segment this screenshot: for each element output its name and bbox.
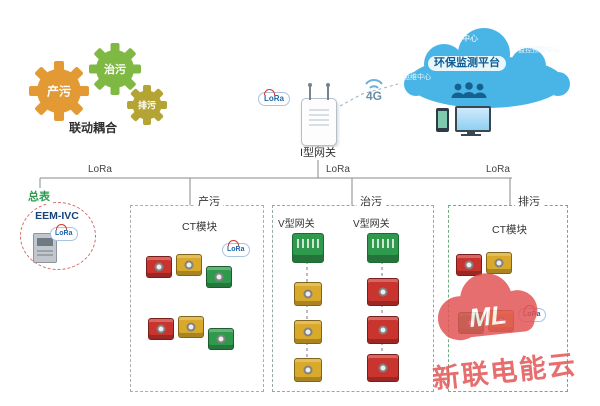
ct-module-green [458, 312, 484, 334]
zone-label-zhiwu: 治污 [357, 196, 385, 209]
ct-module-red [367, 278, 399, 306]
cloud-label-ops: 运维中心 [403, 74, 431, 81]
antenna-icon [308, 83, 312, 100]
antenna-icon [326, 83, 330, 100]
zone-box-zhiwu [272, 205, 434, 392]
gear-label-chanwu: 产污 [47, 84, 71, 99]
lora-bus-label-center: LoRa [324, 164, 352, 176]
gear-icon-paiwu: 排污 [127, 85, 167, 125]
ct-module-yellow [294, 282, 322, 306]
ct-module-green [208, 328, 234, 350]
ct-module-red [367, 354, 399, 382]
vgateway-device [292, 233, 324, 263]
gear-label-zhiwu: 治污 [104, 62, 126, 76]
vgateway-device [367, 233, 399, 263]
ct-module-yellow [178, 316, 204, 338]
lora-badge-paiwu: LoRa [518, 305, 546, 322]
gear-icon-chanwu: 产污 [29, 61, 89, 121]
ct-module-red [146, 256, 172, 278]
ct-module-label-chanwu: CT模块 [182, 221, 217, 233]
gear-label-paiwu: 排污 [138, 100, 156, 111]
ct-module-red [148, 318, 174, 340]
lora-bus-label-right: LoRa [484, 164, 512, 176]
zone-box-chanwu [130, 205, 264, 392]
gear-icon-zhiwu: 治污 [89, 43, 141, 95]
cloud-label-monitor: 监控预警中心 [518, 47, 560, 54]
ct-module-label-paiwu: CT模块 [492, 224, 527, 236]
ct-module-yellow [294, 358, 322, 382]
vgateway-label-right: V型网关 [353, 219, 390, 230]
meter-zone-circle [20, 202, 96, 270]
users-icon [451, 82, 487, 98]
ct-module-yellow [486, 252, 512, 274]
gateway-vents [309, 109, 329, 127]
smartphone-icon [436, 108, 449, 132]
ct-module-red [367, 316, 399, 344]
fourg-label: 4G [366, 89, 382, 102]
lora-badge-gateway: LoRa [258, 89, 290, 106]
ct-module-yellow [294, 320, 322, 344]
zone-label-paiwu: 排污 [515, 196, 543, 209]
fourg-signal-icon: 4G [365, 79, 383, 102]
monitor-base [461, 134, 481, 136]
cloud-label-datacenter: 数据中心 [446, 34, 478, 43]
meter-model-label: EEM-IVC [35, 210, 79, 222]
zone-label-chanwu: 产污 [195, 196, 223, 209]
cloud-platform-title: 环保监测平台 [428, 56, 506, 71]
ct-module-red [456, 254, 482, 276]
ct-module-green [206, 266, 232, 288]
ct-module-yellow [176, 254, 202, 276]
lora-badge-chanwu: LoRa [222, 240, 250, 257]
meter-zone-label: 总表 [26, 188, 52, 204]
gateway-device [301, 83, 337, 146]
monitor-stand [467, 130, 475, 134]
gateway-label: I型网关 [288, 147, 348, 160]
gears-cluster: 产污 治污 [0, 0, 200, 140]
lora-badge-meter: LoRa [50, 224, 78, 241]
monitor-icon [455, 106, 491, 132]
linkage-caption: 联动耦合 [68, 121, 117, 135]
lora-bus-label-left: LoRa [86, 164, 114, 176]
vgateway-label-left: V型网关 [278, 219, 315, 230]
ct-module-yellow [488, 310, 514, 332]
